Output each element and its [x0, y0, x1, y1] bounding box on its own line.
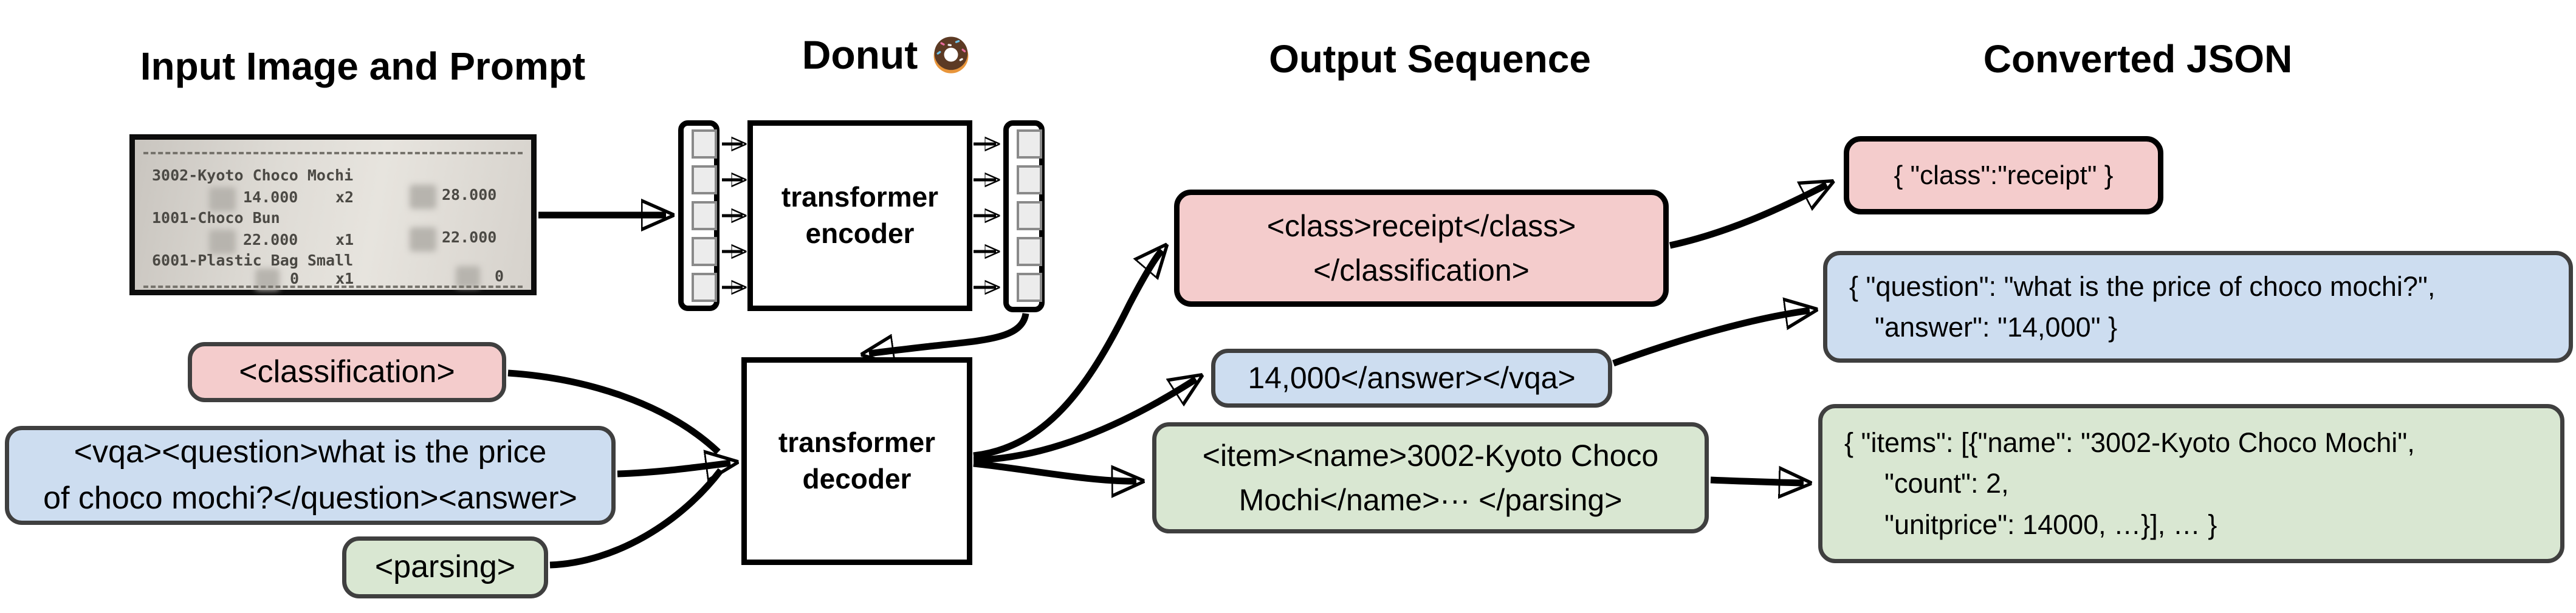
receipt-redaction-patch: [410, 227, 436, 252]
arrow-parsing-prompt-to-decoder: [549, 468, 724, 569]
model-title-label: Donut: [802, 32, 918, 77]
receipt-item-price: 0: [290, 270, 300, 287]
arrow-classification-prompt-to-decoder: [507, 369, 721, 455]
receipt-redaction-patch: [456, 266, 480, 288]
parsing-output-line: Mochi</name>··· </parsing>: [1238, 482, 1623, 517]
image-patch-token: [692, 165, 717, 194]
receipt-dashed-line: [143, 286, 523, 288]
arrow-classification-output-to-json: [1669, 185, 1827, 249]
receipt-item-total: 22.000: [442, 228, 497, 246]
encoder-output-token: [1017, 201, 1042, 230]
vqa-output-text: 14,000</answer></vqa>: [1248, 361, 1576, 396]
vqa-prompt-line: of choco mochi?</question><answer>: [43, 480, 577, 516]
receipt-item-qty: x1: [335, 270, 354, 287]
receipt-dashed-line: [143, 152, 523, 154]
classification-prompt-box: <classification>: [188, 342, 506, 402]
image-patch-token-strip: [678, 120, 720, 311]
encoder-output-token: [1017, 129, 1042, 159]
image-patch-token: [692, 273, 717, 302]
decoder-label-line: transformer: [778, 426, 936, 459]
classification-output-box: <class>receipt</class> </classification>: [1174, 190, 1669, 307]
parsing-output-box: <item><name>3002-Kyoto Choco Mochi</name…: [1152, 422, 1709, 533]
vqa-json-line: { "question": "what is the price of choc…: [1849, 270, 2436, 302]
transformer-encoder-block: transformer encoder: [747, 120, 972, 311]
vqa-prompt-box: <vqa><question>what is the price of choc…: [5, 426, 616, 525]
output-section-title: Output Sequence: [1269, 37, 1591, 81]
receipt-item-qty: x1: [335, 231, 354, 248]
encoder-output-token: [1017, 237, 1042, 266]
receipt-item-name: 3002-Kyoto Choco Mochi: [152, 166, 354, 184]
json-section-title: Converted JSON: [1983, 37, 2293, 81]
classification-json-box: { "class":"receipt" }: [1844, 136, 2163, 214]
image-patch-token: [692, 129, 717, 159]
decoder-label-line: decoder: [802, 463, 912, 495]
receipt-item-name: 6001-Plastic Bag Small: [152, 252, 354, 269]
parsing-json-line: "count": 2,: [1884, 468, 2009, 499]
arrow-parsing-output-to-json: [1710, 480, 1804, 483]
transformer-decoder-block: transformer decoder: [741, 357, 972, 565]
encoder-output-token: [1017, 165, 1042, 194]
model-section-title: Donut: [757, 32, 1018, 78]
receipt-redaction-patch: [209, 230, 236, 254]
arrow-vqa-prompt-to-decoder: [617, 463, 730, 474]
receipt-redaction-patch: [410, 185, 436, 209]
encoder-label-line: encoder: [805, 217, 915, 249]
vqa-json-line: "answer": "14,000" }: [1875, 312, 2118, 343]
classification-output-line: </classification>: [1313, 253, 1530, 287]
encoder-output-token: [1017, 273, 1042, 302]
classification-output-line: <class>receipt</class>: [1266, 209, 1576, 243]
receipt-item-total: 0: [495, 267, 504, 285]
arrow-decoder-to-parsing-output: [973, 460, 1136, 481]
parsing-json-box: { "items": [{"name": "3002-Kyoto Choco M…: [1818, 404, 2564, 563]
parsing-output-line: <item><name>3002-Kyoto Choco: [1202, 439, 1659, 473]
arrow-vqa-output-to-json: [1612, 310, 1810, 367]
receipt-redaction-patch: [209, 187, 236, 211]
parsing-prompt-text: <parsing>: [374, 549, 516, 585]
parsing-prompt-box: <parsing>: [342, 536, 548, 598]
parsing-json-line: "unitprice": 14000, …}], … }: [1884, 509, 2217, 540]
classification-prompt-text: <classification>: [239, 354, 455, 389]
arrow-encoder-to-decoder: [869, 312, 1029, 354]
vqa-json-box: { "question": "what is the price of choc…: [1823, 251, 2573, 363]
receipt-item-name: 1001-Choco Bun: [152, 209, 280, 227]
receipt-item-total: 28.000: [442, 186, 497, 204]
parsing-json-line: { "items": [{"name": "3002-Kyoto Choco M…: [1844, 426, 2415, 458]
receipt-item-price: 14.000: [243, 188, 298, 206]
image-patch-token: [692, 237, 717, 266]
receipt-input-image: 3002-Kyoto Choco Mochi 14.000 x2 28.000 …: [129, 134, 537, 295]
arrow-decoder-to-vqa-output: [973, 379, 1196, 464]
arrow-decoder-to-classification-output: [973, 250, 1162, 459]
vqa-prompt-line: <vqa><question>what is the price: [74, 434, 547, 470]
donut-icon: [933, 36, 969, 74]
vqa-output-box: 14,000</answer></vqa>: [1211, 349, 1612, 408]
classification-json-text: { "class":"receipt" }: [1894, 160, 2114, 190]
image-patch-token: [692, 201, 717, 230]
input-section-title: Input Image and Prompt: [140, 44, 586, 88]
encoder-label-line: transformer: [781, 181, 939, 213]
receipt-item-qty: x2: [335, 188, 354, 206]
receipt-item-price: 22.000: [243, 231, 298, 248]
encoder-output-token-strip: [1003, 120, 1045, 312]
